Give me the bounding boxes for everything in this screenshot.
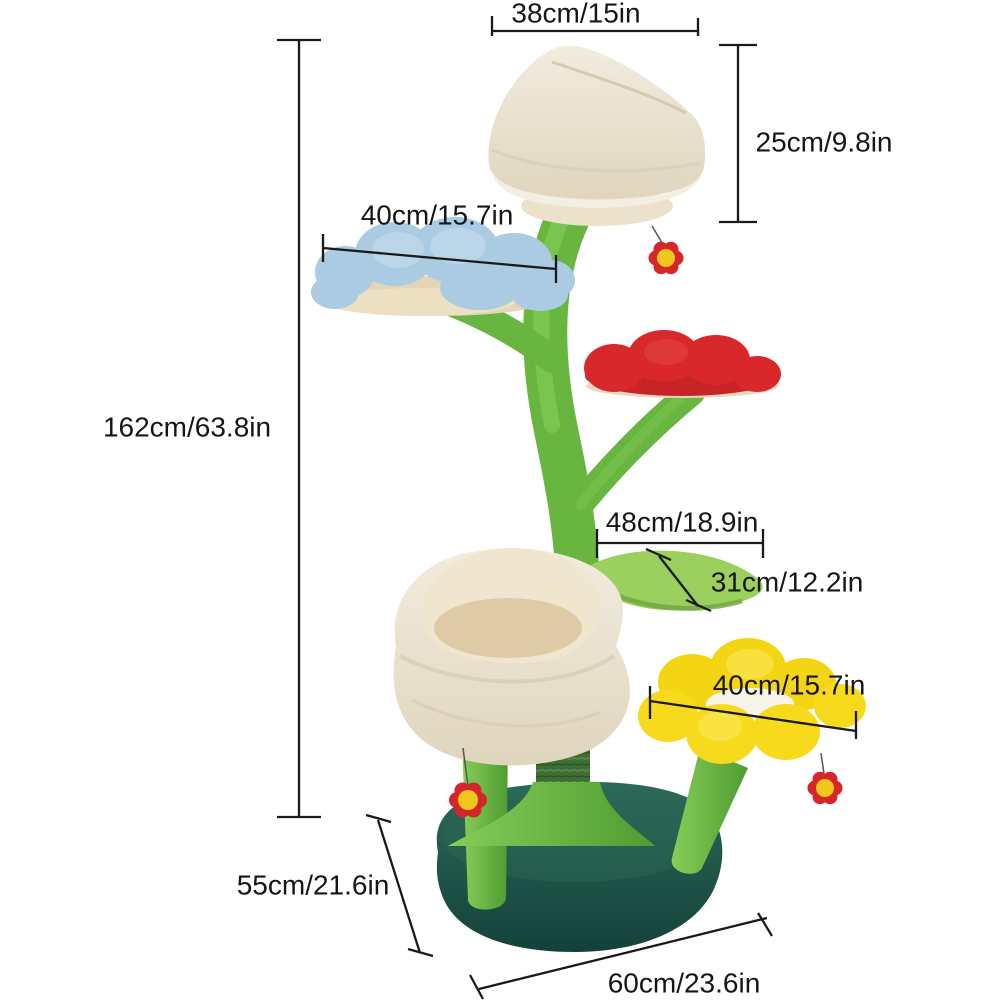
- dangling-flower-toy-top: [648, 225, 684, 275]
- dim-label-leaf-length: 48cm/18.9in: [605, 506, 759, 538]
- top-flower-bed: [488, 45, 706, 226]
- dim-line-yellow-flower-width: [648, 686, 858, 739]
- dim-label-base-width: 60cm/23.6in: [607, 967, 761, 999]
- dim-line-leaf-width: [645, 547, 712, 613]
- dim-line-leaf-length: [595, 529, 765, 558]
- lower-flower-bed: [393, 548, 630, 766]
- dim-line-total-height: [277, 38, 321, 819]
- dim-label-leaf-width: 31cm/12.2in: [710, 566, 864, 598]
- dim-line-blue-flower-width: [321, 234, 558, 283]
- dim-label-total-height: 162cm/63.8in: [102, 411, 272, 443]
- dangling-flower-toy-lower: [449, 747, 487, 818]
- red-flower-branch: [560, 378, 706, 526]
- red-flower-platform: [584, 330, 781, 398]
- dim-line-base-depth: [365, 813, 434, 958]
- dangling-flower-toy-yellow: [807, 752, 843, 805]
- left-scratching-post: [462, 740, 508, 910]
- dim-line-top-bed-width: [490, 16, 700, 36]
- dim-label-blue-flower-width: 40cm/15.7in: [360, 199, 514, 231]
- dim-label-base-depth: 55cm/21.6in: [236, 869, 390, 901]
- dim-label-top-bed-width: 38cm/15in: [511, 0, 641, 29]
- dim-line-top-bed-height: [719, 43, 757, 224]
- right-scratching-post: [671, 748, 748, 874]
- yellow-flower-platform: [638, 638, 866, 764]
- dim-label-yellow-flower-width: 40cm/15.7in: [712, 669, 866, 701]
- blue-flower-platform: [311, 217, 575, 316]
- dim-label-top-bed-height: 25cm/9.8in: [755, 126, 893, 158]
- dim-line-base-width: [468, 912, 773, 1000]
